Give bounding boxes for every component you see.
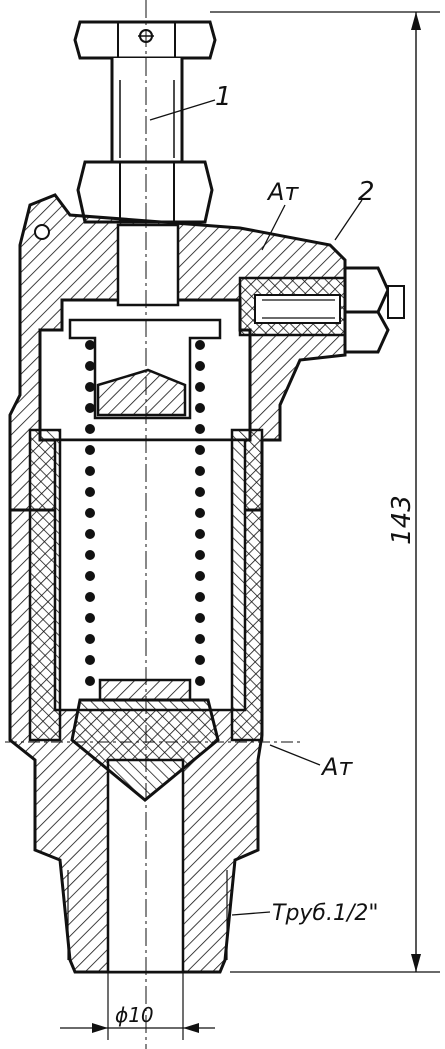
spring-coil-dot	[195, 655, 205, 665]
spring-coil-dot	[195, 550, 205, 560]
lock-nut	[76, 160, 214, 224]
label-diameter: ϕ10	[115, 1003, 154, 1027]
spring-coil-dot	[195, 487, 205, 497]
spring-coil-dot	[85, 487, 95, 497]
mount-hole-icon	[34, 224, 50, 240]
spring-coil-dot	[195, 424, 205, 434]
spring-coil-dot	[85, 424, 95, 434]
spring-coil-dot	[85, 592, 95, 602]
spring-coil-dot	[195, 592, 205, 602]
leader-pipe	[231, 911, 271, 916]
label-part-2: 2	[358, 177, 375, 207]
label-at-bottom: Ат	[320, 753, 353, 781]
adjusting-screw	[110, 58, 184, 164]
spring-coil-dot	[195, 529, 205, 539]
spring-coil-dot	[195, 508, 205, 518]
upper-spring-seat	[68, 318, 222, 420]
height-dimension	[210, 11, 440, 973]
spring-coil-dot	[85, 655, 95, 665]
spring-coil-dot	[85, 403, 95, 413]
spring-coil-dot	[195, 361, 205, 371]
spring-coil-dot	[85, 676, 95, 686]
spring-coil-dot	[85, 634, 95, 644]
spring-coil-dot	[195, 466, 205, 476]
side-outlet	[238, 266, 405, 354]
label-part-1: 1	[215, 82, 232, 112]
spring-coil-dot	[195, 403, 205, 413]
spring-coil-dot	[85, 529, 95, 539]
spring-coil-dot	[85, 508, 95, 518]
leader-at-bottom	[269, 744, 321, 766]
spring-coil-dot	[195, 676, 205, 686]
spring-coil-dot	[195, 634, 205, 644]
label-at-top: Ат	[266, 178, 299, 206]
leader-2	[334, 199, 363, 241]
leader-1	[149, 99, 216, 121]
spring-coil-dot	[85, 613, 95, 623]
label-pipe: Труб.1/2"	[272, 901, 379, 926]
spring-coil-dot	[195, 382, 205, 392]
diameter-dimension	[60, 972, 215, 1040]
spring-coil-dot	[85, 550, 95, 560]
label-height: 143	[387, 495, 417, 545]
spring-coils	[85, 340, 205, 686]
spring-coil-dot	[85, 382, 95, 392]
spring-coil-dot	[85, 340, 95, 350]
spring-coil-dot	[195, 571, 205, 581]
spring-coil-dot	[195, 340, 205, 350]
spring-coil-dot	[195, 445, 205, 455]
top-nut	[73, 20, 217, 60]
spring-coil-dot	[85, 361, 95, 371]
valve-disk	[70, 678, 220, 802]
spring-coil-dot	[85, 445, 95, 455]
spring-coil-dot	[85, 571, 95, 581]
leader-at-top	[261, 204, 286, 251]
spring-coil-dot	[195, 613, 205, 623]
spring-coil-dot	[85, 466, 95, 476]
